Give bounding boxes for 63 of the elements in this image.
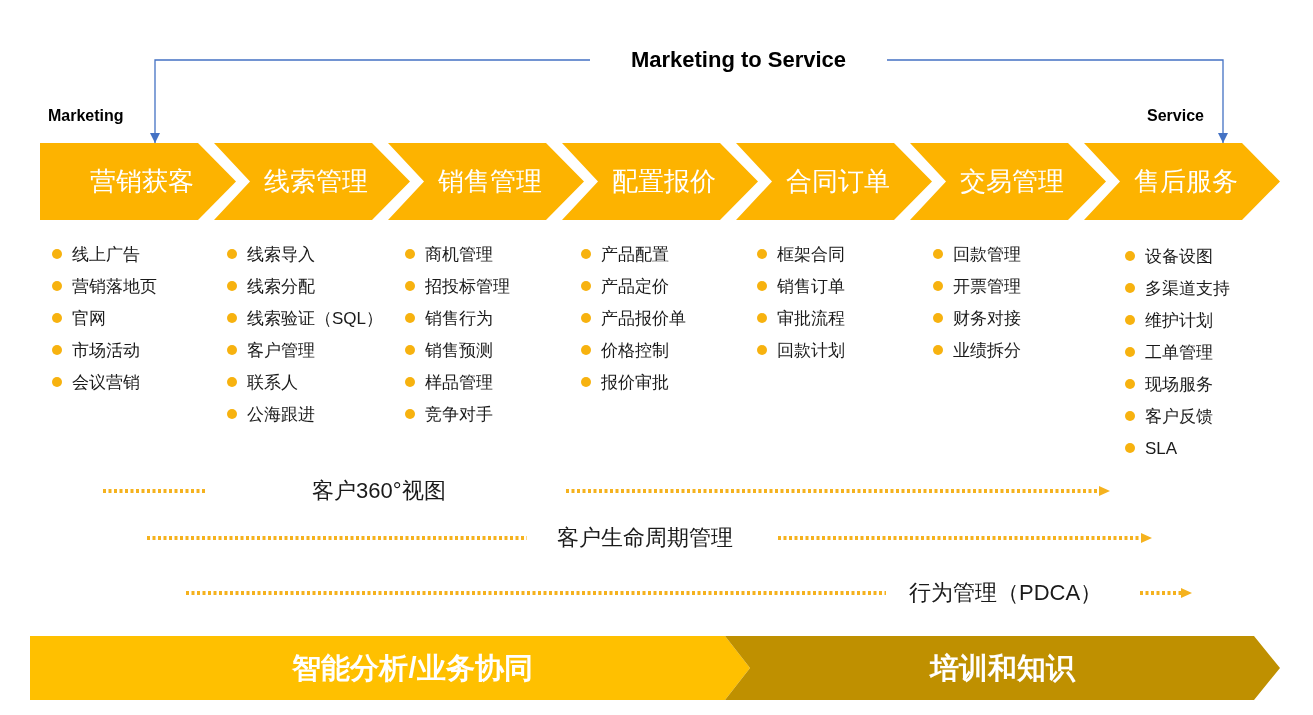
list-item: 现场服务	[1145, 375, 1213, 393]
timeline-label: 客户生命周期管理	[557, 524, 733, 552]
list-item: SLA	[1145, 439, 1178, 457]
band-title: 培训和知识	[929, 650, 1075, 686]
list-item: 市场活动	[72, 341, 140, 359]
list-item: 价格控制	[601, 341, 669, 359]
list-item: 维护计划	[1145, 311, 1213, 329]
chevron-step	[214, 143, 410, 220]
chevron-step	[736, 143, 932, 220]
list-item: 审批流程	[777, 309, 845, 327]
step-title: 配置报价	[612, 165, 716, 198]
list-item: 客户管理	[247, 341, 315, 359]
step-title: 交易管理	[960, 165, 1064, 198]
arrow-band	[725, 636, 1280, 700]
list-item: 框架合同	[777, 245, 845, 263]
list-item: 会议营销	[72, 373, 140, 391]
list-item: 联系人	[247, 373, 298, 391]
list-item: 回款管理	[953, 245, 1021, 263]
list-item: 开票管理	[953, 277, 1021, 295]
connector-arrow	[150, 59, 591, 144]
chevron-step	[1084, 143, 1280, 220]
list-item: 营销落地页	[72, 277, 157, 295]
heading-text: Marketing to Service	[630, 46, 847, 74]
step-title: 合同订单	[786, 165, 890, 198]
timeline-label: 客户360°视图	[312, 477, 446, 505]
step-title: 售后服务	[1134, 165, 1238, 198]
chevron-step	[562, 143, 758, 220]
list-item: 竞争对手	[425, 405, 493, 423]
list-item: 线上广告	[72, 245, 140, 263]
list-item: 工单管理	[1145, 343, 1213, 361]
list-item: 客户反馈	[1145, 407, 1213, 425]
list-item: 公海跟进	[247, 405, 315, 423]
chevron-step	[388, 143, 584, 220]
list-item: 样品管理	[425, 373, 493, 391]
connector-arrow	[886, 59, 1228, 144]
list-item: 财务对接	[953, 309, 1021, 327]
arrow-band	[30, 636, 750, 700]
list-item: 设备设图	[1145, 247, 1213, 265]
list-item: 多渠道支持	[1145, 279, 1230, 297]
list-item: 产品报价单	[601, 309, 686, 327]
band-title: 智能分析/业务协同	[292, 650, 533, 686]
list-item: 商机管理	[425, 245, 493, 263]
list-item: 报价审批	[601, 373, 669, 391]
section-label: Marketing	[48, 106, 124, 126]
step-title: 营销获客	[90, 165, 194, 198]
list-item: 线索验证（SQL）	[247, 309, 384, 327]
section-label: Service	[1147, 106, 1204, 126]
list-item: 业绩拆分	[953, 341, 1021, 359]
list-item: 招投标管理	[425, 277, 510, 295]
list-item: 销售行为	[425, 309, 493, 327]
list-item: 线索导入	[247, 245, 315, 263]
list-item: 产品定价	[601, 277, 669, 295]
list-item: 回款计划	[777, 341, 845, 359]
step-title: 销售管理	[438, 165, 542, 198]
list-item: 销售订单	[777, 277, 845, 295]
timeline-label: 行为管理（PDCA）	[909, 579, 1103, 607]
step-title: 线索管理	[264, 165, 368, 198]
chevron-step	[40, 143, 236, 220]
list-item: 销售预测	[425, 341, 493, 359]
list-item: 产品配置	[601, 245, 669, 263]
list-item: 线索分配	[247, 277, 315, 295]
chevron-step	[910, 143, 1106, 220]
list-item: 官网	[72, 309, 106, 327]
